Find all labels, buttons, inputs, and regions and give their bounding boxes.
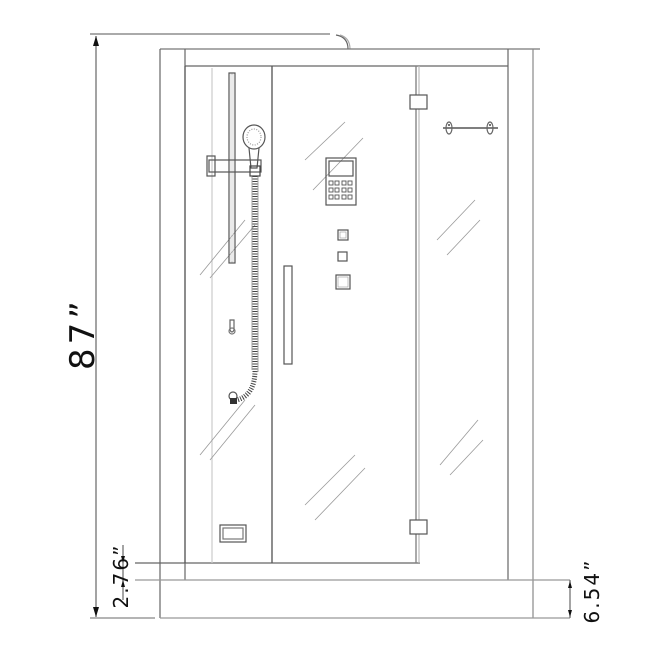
door-handle	[283, 265, 293, 365]
dimension-2-76-line	[121, 545, 125, 600]
body-jets	[335, 229, 351, 290]
dimension-label-base-right: 6.54”	[580, 558, 604, 624]
dimension-6-54-line	[568, 580, 572, 618]
handheld-shower-head	[206, 124, 266, 177]
sliding-shower-rail	[228, 72, 236, 264]
hose-wall-outlet	[228, 391, 238, 404]
roof-vent-pipe	[335, 34, 351, 50]
center-glass-door	[271, 66, 417, 563]
hose-holder-hook	[228, 319, 236, 335]
shower-hose	[236, 176, 259, 403]
dimension-label-base-left: 2.76”	[109, 543, 133, 609]
dimension-87-line	[90, 33, 330, 619]
door-hinges	[409, 94, 428, 535]
control-panel-keypad	[325, 157, 357, 206]
outer-frame	[159, 49, 534, 618]
dimension-label-overall-height: 87”	[63, 297, 103, 370]
right-glass-panel	[415, 66, 484, 563]
towel-bar	[443, 121, 498, 135]
base-tray	[135, 562, 570, 619]
steam-outlet-vent	[219, 524, 247, 543]
